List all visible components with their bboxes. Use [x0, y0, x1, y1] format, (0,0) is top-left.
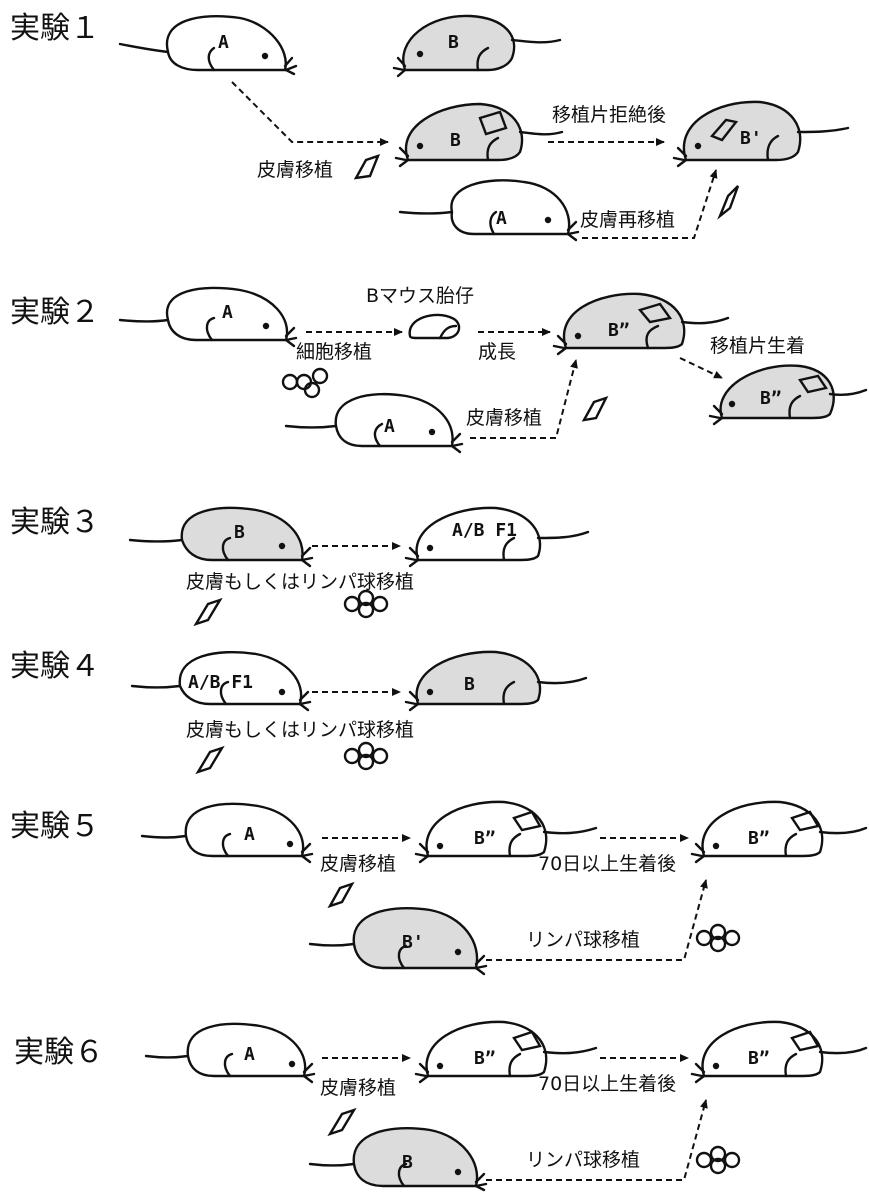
mouse-b-double-prime-after: B”	[690, 800, 868, 864]
mouse-label: B”	[748, 1048, 770, 1069]
mouse-b-top: B	[392, 14, 562, 78]
cells-icon	[343, 741, 389, 771]
experiment-5: 実験５ A 皮膚移植 B” 70日以上生着後	[10, 800, 868, 976]
mouse-label: B”	[748, 828, 770, 849]
mouse-b-recipient: B	[404, 650, 588, 712]
skin-graft-label: 皮膚移植	[257, 159, 333, 181]
mouse-b-lymph-donor: B	[308, 1126, 488, 1192]
embryo-icon	[408, 313, 461, 340]
graft-piece-icon	[327, 1107, 357, 1137]
mouse-label: A	[384, 416, 395, 437]
graft-label: 皮膚もしくはリンパ球移植	[186, 571, 414, 593]
after70-label: 70日以上生着後	[538, 853, 676, 875]
skin-graft-label: 皮膚移植	[320, 853, 396, 875]
graft-piece-icon	[327, 881, 355, 909]
experiment-5-title: 実験５	[10, 809, 100, 844]
mouse-label: B'	[740, 128, 762, 149]
mouse-b-donor: B	[128, 506, 314, 568]
experiment-6: 実験６ A 皮膚移植 B” 70日以上生着後	[14, 1020, 868, 1192]
experiment-2-title: 実験２	[10, 295, 100, 330]
mouse-label: B'	[402, 932, 424, 953]
cells-icon	[695, 1145, 741, 1175]
mouse-b-double-prime: B”	[414, 1020, 598, 1084]
cells-icon	[695, 923, 741, 953]
mouse-a-skin-donor: A	[284, 392, 464, 454]
cell-graft-label: 細胞移植	[296, 341, 372, 363]
cells-icon	[281, 367, 329, 399]
graft-piece-icon	[581, 395, 609, 422]
mouse-a-regraft: A	[398, 179, 580, 242]
mouse-label: A	[222, 302, 233, 323]
mouse-label: B”	[474, 1048, 496, 1069]
experiment-3-title: 実験３	[10, 505, 100, 540]
mouse-label: B	[234, 522, 245, 543]
mouse-a-donor: A	[118, 286, 298, 348]
graft-piece-icon	[193, 597, 223, 627]
mouse-ab-f1-recipient: A/B F1	[404, 506, 590, 568]
regraft-label: 皮膚再移植	[580, 209, 675, 231]
experiment-2: 実験２ A Bマウス胎仔 細胞移植 成長	[10, 285, 868, 454]
mouse-b-prime-lymph-donor: B'	[308, 906, 488, 976]
mouse-ab-f1-donor: A/B F1	[130, 650, 312, 712]
mouse-label: B	[464, 674, 475, 695]
mouse-b-double-prime: B”	[414, 800, 598, 864]
growth-label: 成長	[478, 341, 516, 363]
graft-piece-icon	[717, 185, 740, 220]
mouse-label: B	[448, 32, 459, 53]
graft-take-label: 移植片生着	[710, 335, 805, 357]
mouse-b-prime: B'	[672, 100, 850, 168]
mouse-label: A	[244, 1044, 255, 1065]
mouse-label: A	[218, 32, 229, 53]
after-reject-label: 移植片拒絶後	[552, 104, 666, 126]
experiment-4: 実験４ A/B F1 B 皮膚もしくはリンパ球移植	[10, 649, 588, 775]
mouse-b-recipient: B	[394, 102, 564, 168]
graft-label: 皮膚もしくはリンパ球移植	[186, 719, 414, 741]
mouse-label: A	[244, 824, 255, 845]
experiment-1: 実験１ A B B 皮膚移植 移植	[10, 11, 850, 242]
mouse-label: B	[450, 130, 461, 151]
mouse-label: B	[402, 1152, 413, 1173]
mouse-label: A	[496, 208, 507, 229]
experiment-3: 実験３ B A/B F1 皮膚もしくはリンパ球移植	[10, 505, 590, 627]
mouse-a-donor: A	[118, 14, 298, 76]
experiment-1-title: 実験１	[10, 11, 100, 46]
mouse-label: A/B F1	[452, 520, 517, 541]
graft-piece-icon	[353, 154, 381, 180]
mouse-b-double-prime-after: B”	[690, 1020, 868, 1084]
mouse-label: A/B F1	[188, 672, 253, 693]
mouse-label: B”	[474, 828, 496, 849]
graft-piece-icon	[195, 745, 225, 775]
lymph-graft-label: リンパ球移植	[526, 1149, 640, 1171]
skin-graft-label: 皮膚移植	[466, 407, 542, 429]
mouse-a-donor: A	[144, 1022, 316, 1084]
mouse-label: B”	[608, 320, 630, 341]
lymph-graft-label: リンパ球移植	[526, 929, 640, 951]
embryo-label: Bマウス胎仔	[366, 285, 474, 307]
mouse-label: B”	[760, 388, 782, 409]
experiment-4-title: 実験４	[10, 649, 100, 684]
mouse-b-double-prime: B”	[552, 292, 730, 356]
mouse-b-double-prime-2: B”	[708, 364, 868, 426]
experiment-6-title: 実験６	[14, 1035, 104, 1070]
mouse-a-donor: A	[140, 802, 314, 864]
after70-label: 70日以上生着後	[538, 1073, 676, 1095]
cells-icon	[343, 589, 389, 619]
skin-graft-label: 皮膚移植	[320, 1077, 396, 1099]
